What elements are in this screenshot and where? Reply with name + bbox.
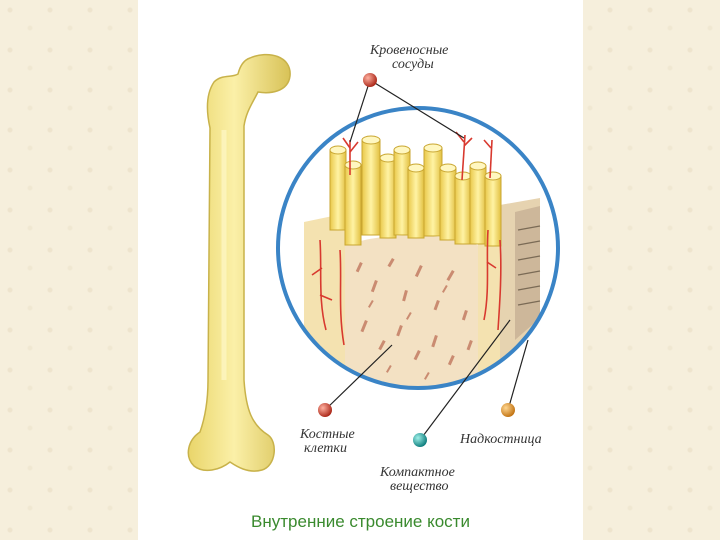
bone-cells-label: Костные клетки [300,428,355,456]
periosteum-label: Надкостница [460,433,542,447]
blood-vessels-label-line2: сосуды [370,58,448,72]
compact-substance-label-line1: Компактное [380,466,455,480]
blood-vessels-label-line1: Кровеносные [370,44,448,58]
blood-vessels-label: Кровеносные сосуды [370,44,448,72]
blood-vessels-marker [363,73,377,87]
femur-bone [188,55,290,472]
periosteum-label-line1: Надкостница [460,433,542,447]
periosteum-marker [501,403,515,417]
compact-substance-marker [413,433,427,447]
bone-cells-marker [318,403,332,417]
bone-cells-label-line2: клетки [300,442,355,456]
compact-substance-label-line2: вещество [380,480,455,494]
compact-substance-label: Компактное вещество [380,466,455,494]
cross-section-magnified [278,108,558,395]
figure-caption: Внутренние строение кости [138,512,583,532]
bone-cells-label-line1: Костные [300,428,355,442]
